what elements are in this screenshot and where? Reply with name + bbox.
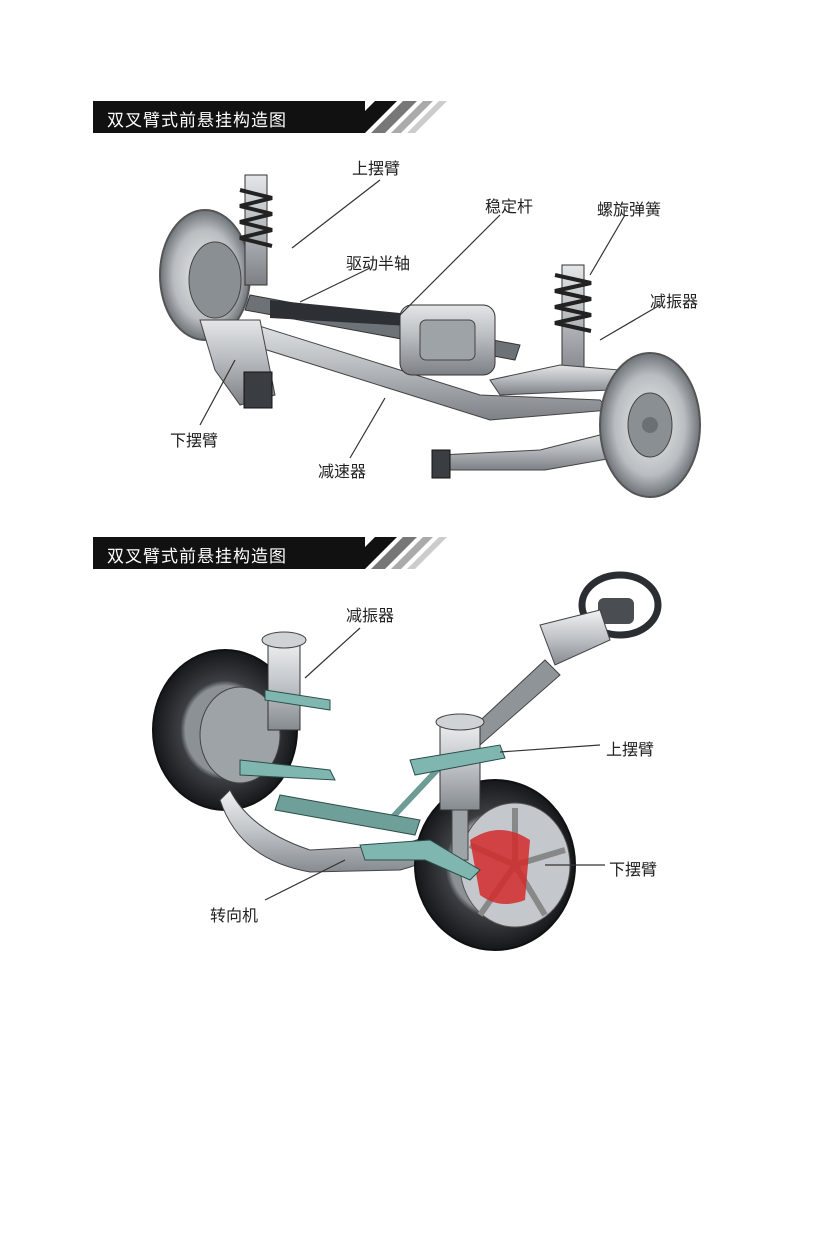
label-reducer: 减速器: [318, 462, 367, 481]
diagram2-leader-lines: [264, 627, 605, 901]
label-shock-absorber-2: 减振器: [346, 606, 395, 625]
label-shock-absorber: 减振器: [650, 292, 699, 311]
right-upper-arm: [489, 364, 621, 396]
diagram1-leader-lines: [199, 179, 661, 459]
label-upper-arm: 上摆臂: [352, 159, 401, 178]
right-coil-spring: [554, 273, 592, 333]
banner-stripes-icon: [343, 537, 447, 569]
diagram1-title: 双叉臂式前悬挂构造图: [107, 111, 287, 131]
banner-stripes-icon: [343, 101, 447, 133]
right-lower-arm: [359, 839, 481, 881]
left-lower-arm: [239, 759, 336, 781]
left-upper-arm: [264, 689, 331, 711]
steering-gear-rack: [274, 794, 421, 836]
label-steering-gear: 转向机: [210, 906, 259, 925]
label-lower-arm: 下摆臂: [170, 431, 219, 450]
brake-caliper: [470, 830, 530, 904]
steering-column: [539, 609, 611, 666]
label-drive-shaft: 驱动半轴: [346, 254, 411, 273]
diagram1-suspension-illustration: [159, 174, 701, 498]
steering-wheel: [578, 571, 662, 639]
right-upper-arm: [409, 744, 506, 776]
label-stabilizer-bar: 稳定杆: [485, 197, 534, 216]
label-upper-arm-2: 上摆臂: [606, 740, 655, 759]
label-lower-arm-2: 下摆臂: [609, 860, 658, 879]
left-coil-spring: [239, 188, 273, 248]
left-strut: [267, 639, 301, 731]
label-coil-spring: 螺旋弹簧: [597, 200, 662, 219]
diagram2-suspension-illustration: [152, 571, 662, 951]
diagram2-title: 双叉臂式前悬挂构造图: [107, 547, 287, 567]
